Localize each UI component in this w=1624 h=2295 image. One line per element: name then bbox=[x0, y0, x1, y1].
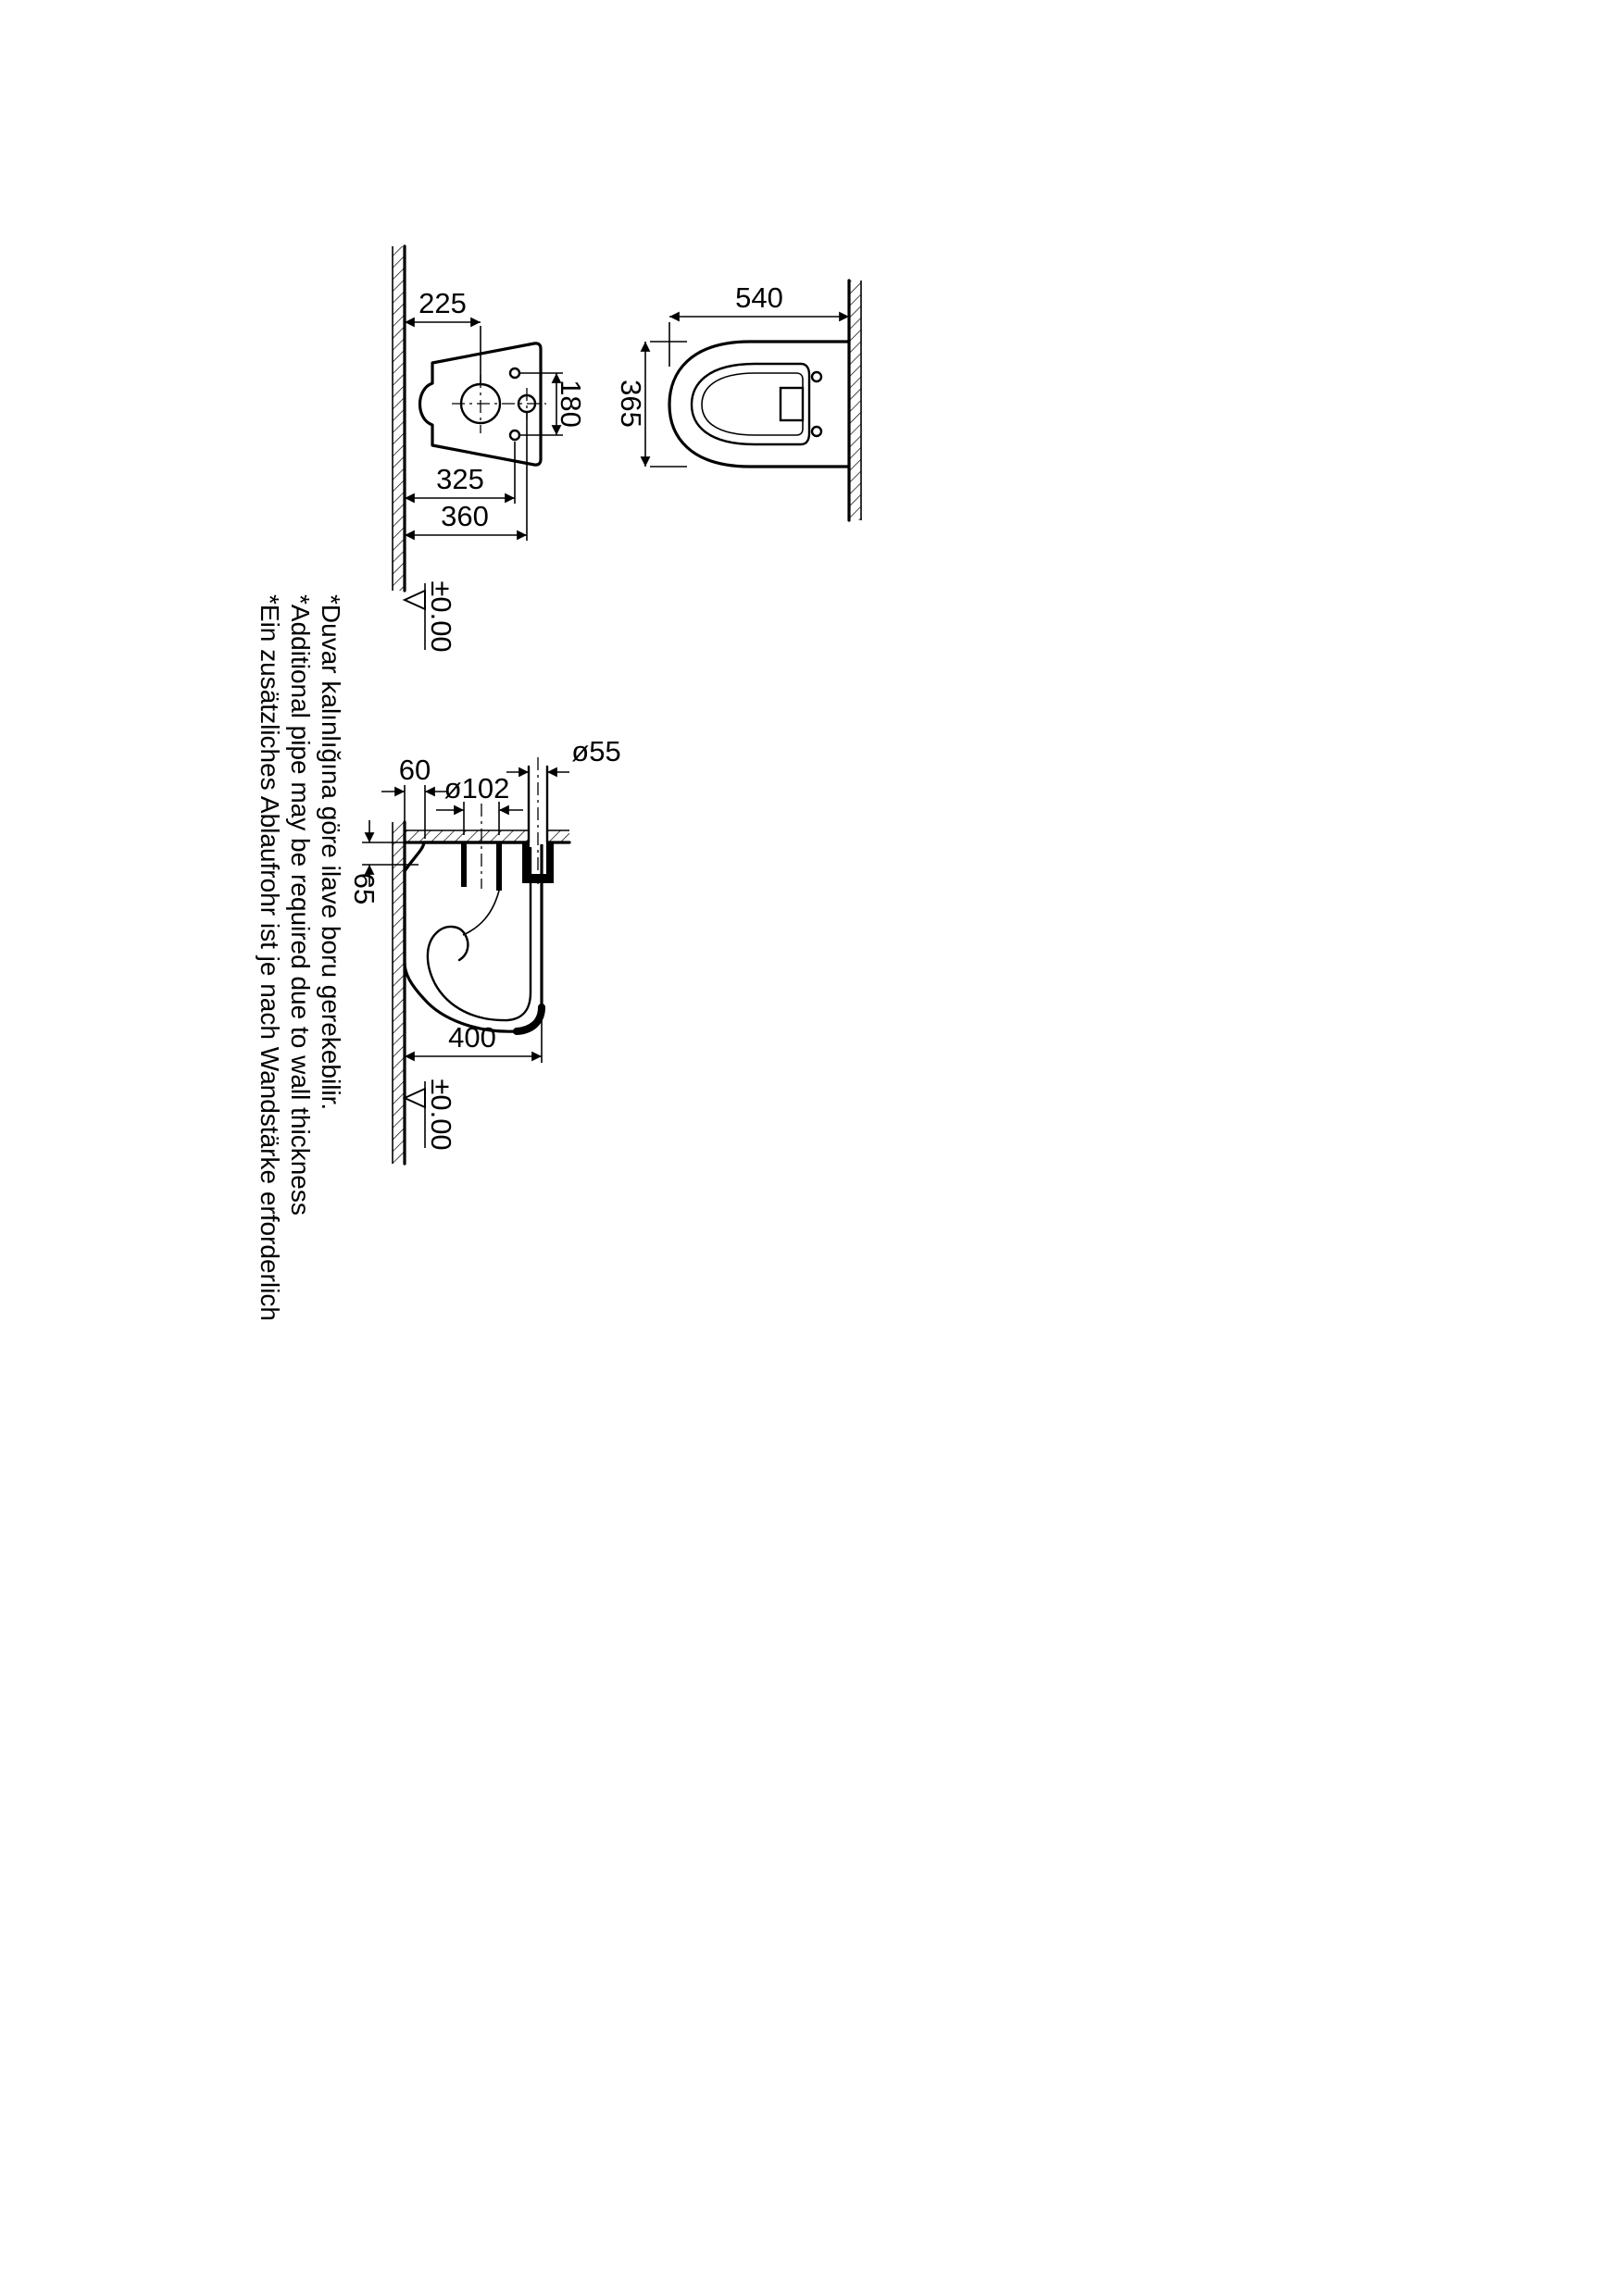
plan-inner-rim bbox=[690, 362, 811, 446]
dim-text-60: 60 bbox=[399, 754, 431, 786]
dim-text-540: 540 bbox=[735, 281, 783, 314]
side-view: 60 ø102 ø55 65 400 ±0.00 bbox=[348, 735, 621, 1166]
dim-text-365: 365 bbox=[615, 380, 647, 428]
dim-text-325: 325 bbox=[436, 463, 484, 495]
dim-text-55: ø55 bbox=[571, 735, 620, 767]
rear-view-wall-hatch bbox=[393, 246, 405, 591]
dim-text-65: 65 bbox=[348, 873, 381, 904]
plan-inner-rim-2 bbox=[701, 372, 804, 436]
dim-text-360: 360 bbox=[441, 500, 489, 532]
rear-view-outline bbox=[418, 342, 543, 467]
plan-flush-outlet bbox=[779, 386, 805, 422]
outlet-stub-wall-left bbox=[461, 842, 467, 887]
hinge-hole-top bbox=[810, 370, 823, 383]
side-floor-hatch bbox=[393, 822, 405, 1164]
plan-outline bbox=[668, 340, 851, 468]
footnote-turkish: *Duvar kalınlığına göre ilave boru gerek… bbox=[317, 594, 345, 1110]
bolt-hole-top bbox=[508, 367, 521, 380]
plan-view: 540 365 bbox=[615, 279, 862, 522]
datum-triangle-bottom-icon bbox=[402, 1087, 426, 1109]
footnotes: *Duvar kalınlığına göre ilave boru gerek… bbox=[256, 594, 345, 1321]
inlet-spud-wall-right bbox=[546, 842, 554, 878]
datum-text-bottom: ±0.00 bbox=[425, 1079, 457, 1150]
rear-view: 225 180 325 360 ±0.00 bbox=[392, 244, 587, 653]
outlet-stub-wall-right bbox=[496, 842, 502, 891]
inlet-spud-flange bbox=[522, 874, 554, 883]
side-front-section-cut bbox=[513, 1004, 545, 1035]
side-bowl-inner bbox=[426, 846, 532, 1022]
plan-view-wall-hatch bbox=[849, 281, 861, 520]
side-pan-outline bbox=[403, 841, 543, 1033]
footnote-english: *Additional pipe may be required due to … bbox=[286, 594, 315, 1216]
datum-text: ±0.00 bbox=[425, 580, 457, 652]
side-trap-channel bbox=[462, 890, 500, 936]
datum-triangle-icon bbox=[402, 589, 426, 611]
dim-text-180: 180 bbox=[555, 380, 587, 428]
dim-text-400: 400 bbox=[448, 1021, 496, 1054]
dim-text-102: ø102 bbox=[444, 772, 510, 804]
bolt-hole-bottom bbox=[508, 429, 521, 442]
dim-text-225: 225 bbox=[418, 287, 467, 319]
inlet-spud-wall-left bbox=[522, 842, 530, 878]
hinge-hole-bottom bbox=[810, 425, 823, 438]
footnote-german: *Ein zusätzliches Ablaufrohr ist je nach… bbox=[256, 594, 284, 1321]
